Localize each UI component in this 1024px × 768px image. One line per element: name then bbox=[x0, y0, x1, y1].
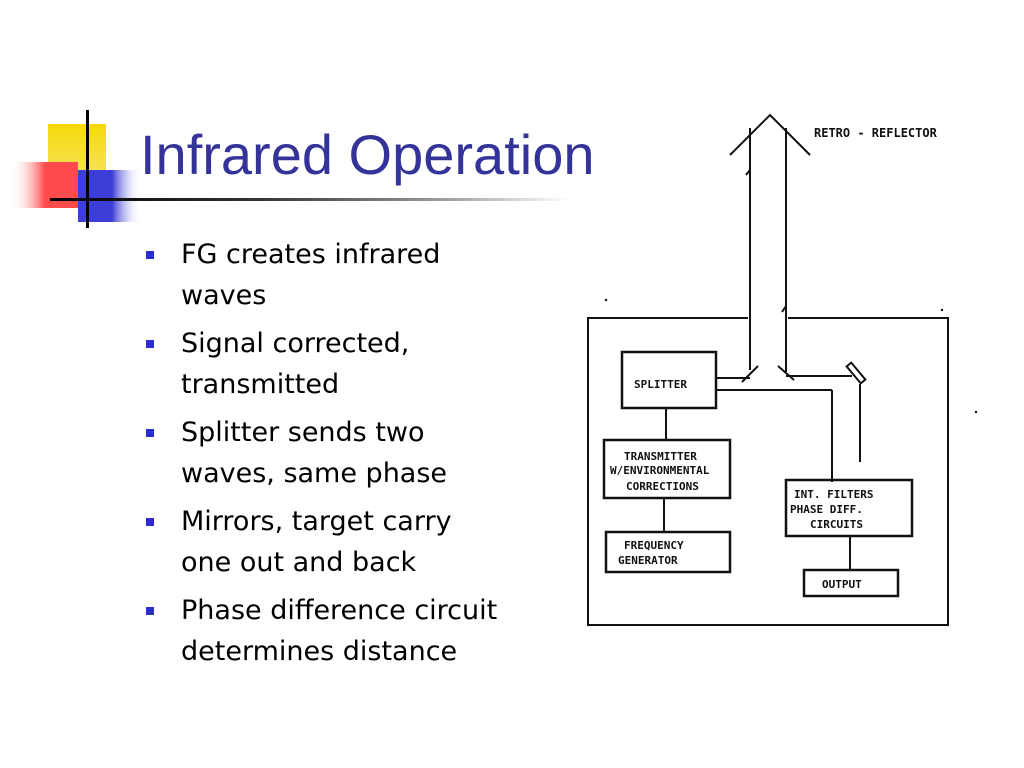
splitter-label: SPLITTER bbox=[634, 378, 687, 391]
phase-circuit-label: PHASE DIFF. bbox=[790, 503, 863, 516]
bullet-text-line: FG creates infrared bbox=[181, 239, 441, 270]
bullet-text-line: Splitter sends two bbox=[181, 417, 425, 448]
phase-circuit-label: CIRCUITS bbox=[810, 518, 863, 531]
retro-reflector-label: RETRO - REFLECTOR bbox=[814, 126, 938, 140]
title-underline bbox=[50, 198, 570, 201]
retro-reflector-shape bbox=[729, 113, 811, 156]
bullet-text-line: waves, same phase bbox=[181, 458, 448, 489]
output-label: OUTPUT bbox=[822, 578, 862, 591]
bullet-text-line: waves bbox=[181, 280, 267, 311]
bullet-square-icon bbox=[146, 607, 154, 615]
bullet-square-icon bbox=[146, 340, 154, 348]
speck bbox=[604, 298, 608, 302]
speck bbox=[974, 410, 978, 414]
infrared-block-diagram: RETRO - REFLECTOR SPLITTER TRANSMITTER W… bbox=[587, 113, 978, 626]
bullet-item: Mirrors, target carry one out and back bbox=[144, 501, 544, 583]
logo-vertical-line bbox=[86, 110, 89, 228]
bullet-item: Phase difference circuit determines dist… bbox=[144, 590, 544, 672]
mirror-center bbox=[777, 365, 795, 381]
frequency-generator-box bbox=[604, 530, 732, 574]
transmitter-label: TRANSMITTER bbox=[624, 450, 697, 463]
mirror-left bbox=[741, 365, 759, 383]
bullet-item: Signal corrected, transmitted bbox=[144, 323, 544, 405]
bullet-text-line: Phase difference circuit bbox=[181, 595, 498, 626]
splitter-box bbox=[620, 350, 718, 410]
transmitter-label: W/ENVIRONMENTAL bbox=[610, 464, 710, 477]
beam-arrow bbox=[745, 169, 751, 176]
bullet-item: Splitter sends two waves, same phase bbox=[144, 412, 544, 494]
slide-title: Infrared Operation bbox=[140, 123, 595, 186]
bullet-item: FG creates infrared waves bbox=[144, 234, 544, 316]
slide-logo bbox=[12, 110, 140, 228]
bullet-text-line: determines distance bbox=[181, 636, 458, 667]
bullet-text-line: transmitted bbox=[181, 369, 340, 400]
bullet-text-line: Signal corrected, bbox=[181, 328, 410, 359]
logo-red-square bbox=[12, 162, 78, 208]
frequency-generator-label: GENERATOR bbox=[618, 554, 678, 567]
bullet-list: FG creates infrared waves Signal correct… bbox=[144, 234, 544, 679]
output-box bbox=[802, 568, 900, 598]
transmitter-label: CORRECTIONS bbox=[626, 480, 699, 493]
bullet-text-line: one out and back bbox=[181, 547, 417, 578]
bullet-square-icon bbox=[146, 518, 154, 526]
speck bbox=[940, 308, 944, 312]
bullet-square-icon bbox=[146, 251, 154, 259]
enclosure-outline bbox=[587, 317, 949, 626]
bullet-text-line: Mirrors, target carry bbox=[181, 506, 452, 537]
beam-arrow bbox=[781, 305, 787, 313]
frequency-generator-label: FREQUENCY bbox=[624, 539, 684, 552]
phase-circuit-label: INT. FILTERS bbox=[794, 488, 873, 501]
bullet-square-icon bbox=[146, 429, 154, 437]
mirror-right bbox=[845, 361, 867, 385]
